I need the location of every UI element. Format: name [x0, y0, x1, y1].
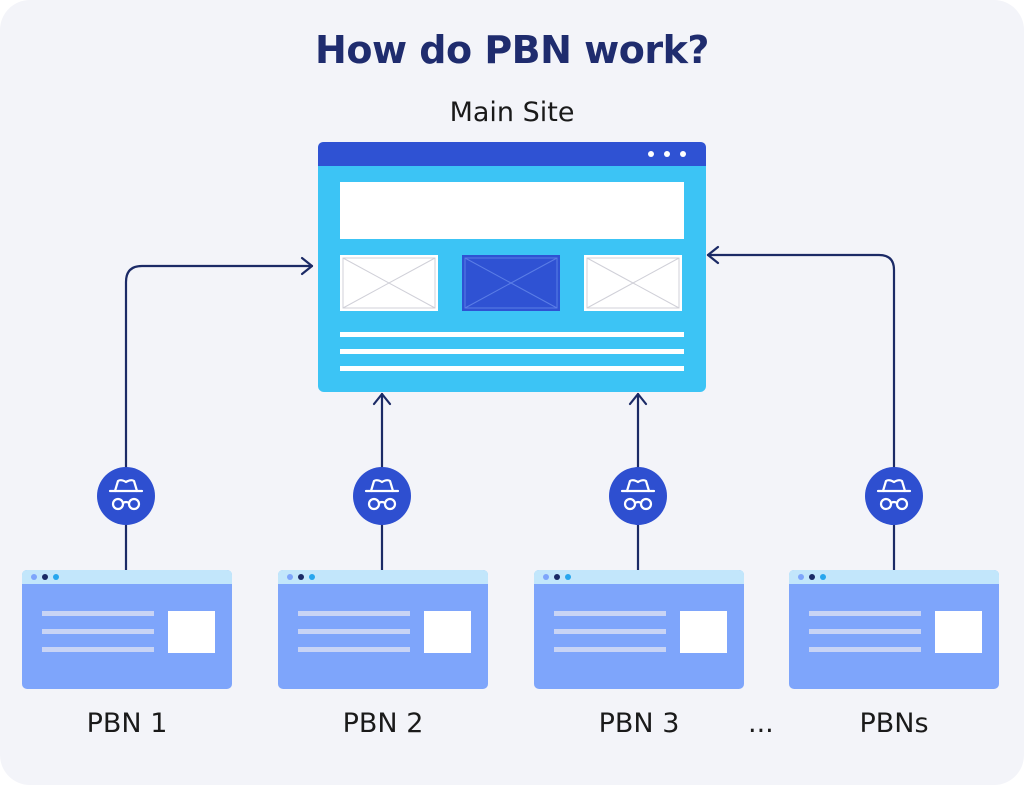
window-dot [648, 151, 654, 157]
image-placeholder-left [340, 255, 438, 311]
main-window-titlebar [318, 142, 706, 166]
main-site-window [318, 142, 706, 392]
incognito-icon [97, 467, 155, 525]
pbn-window-4 [789, 570, 999, 689]
arrowhead-pbn1 [300, 256, 314, 276]
pbn-window-2 [278, 570, 488, 689]
connector-pbn1 [124, 264, 314, 572]
connector-pbns [706, 253, 896, 572]
arrowhead-pbns [706, 245, 720, 265]
text-line [340, 349, 684, 354]
incognito-icon [353, 467, 411, 525]
arrowhead-pbn2 [372, 392, 392, 406]
image-placeholder-right [584, 255, 682, 311]
image-placeholder-center [462, 255, 560, 311]
pbn-label-4: PBNs [859, 708, 929, 739]
main-header-block [340, 182, 684, 239]
incognito-icon [865, 467, 923, 525]
pbn-label-2: PBN 2 [342, 708, 424, 739]
main-site-label: Main Site [449, 97, 575, 128]
pbn-label-3: PBN 3 [598, 708, 680, 739]
window-dot [680, 151, 686, 157]
text-line [340, 366, 684, 371]
diagram-title: How do PBN work? [315, 28, 709, 72]
ellipsis-label: ... [748, 708, 774, 739]
pbn-label-1: PBN 1 [86, 708, 168, 739]
pbn-window-3 [534, 570, 744, 689]
arrowhead-pbn3 [628, 392, 648, 406]
text-line [340, 332, 684, 337]
pbn-window-1 [22, 570, 232, 689]
window-dot [664, 151, 670, 157]
incognito-icon [609, 467, 667, 525]
